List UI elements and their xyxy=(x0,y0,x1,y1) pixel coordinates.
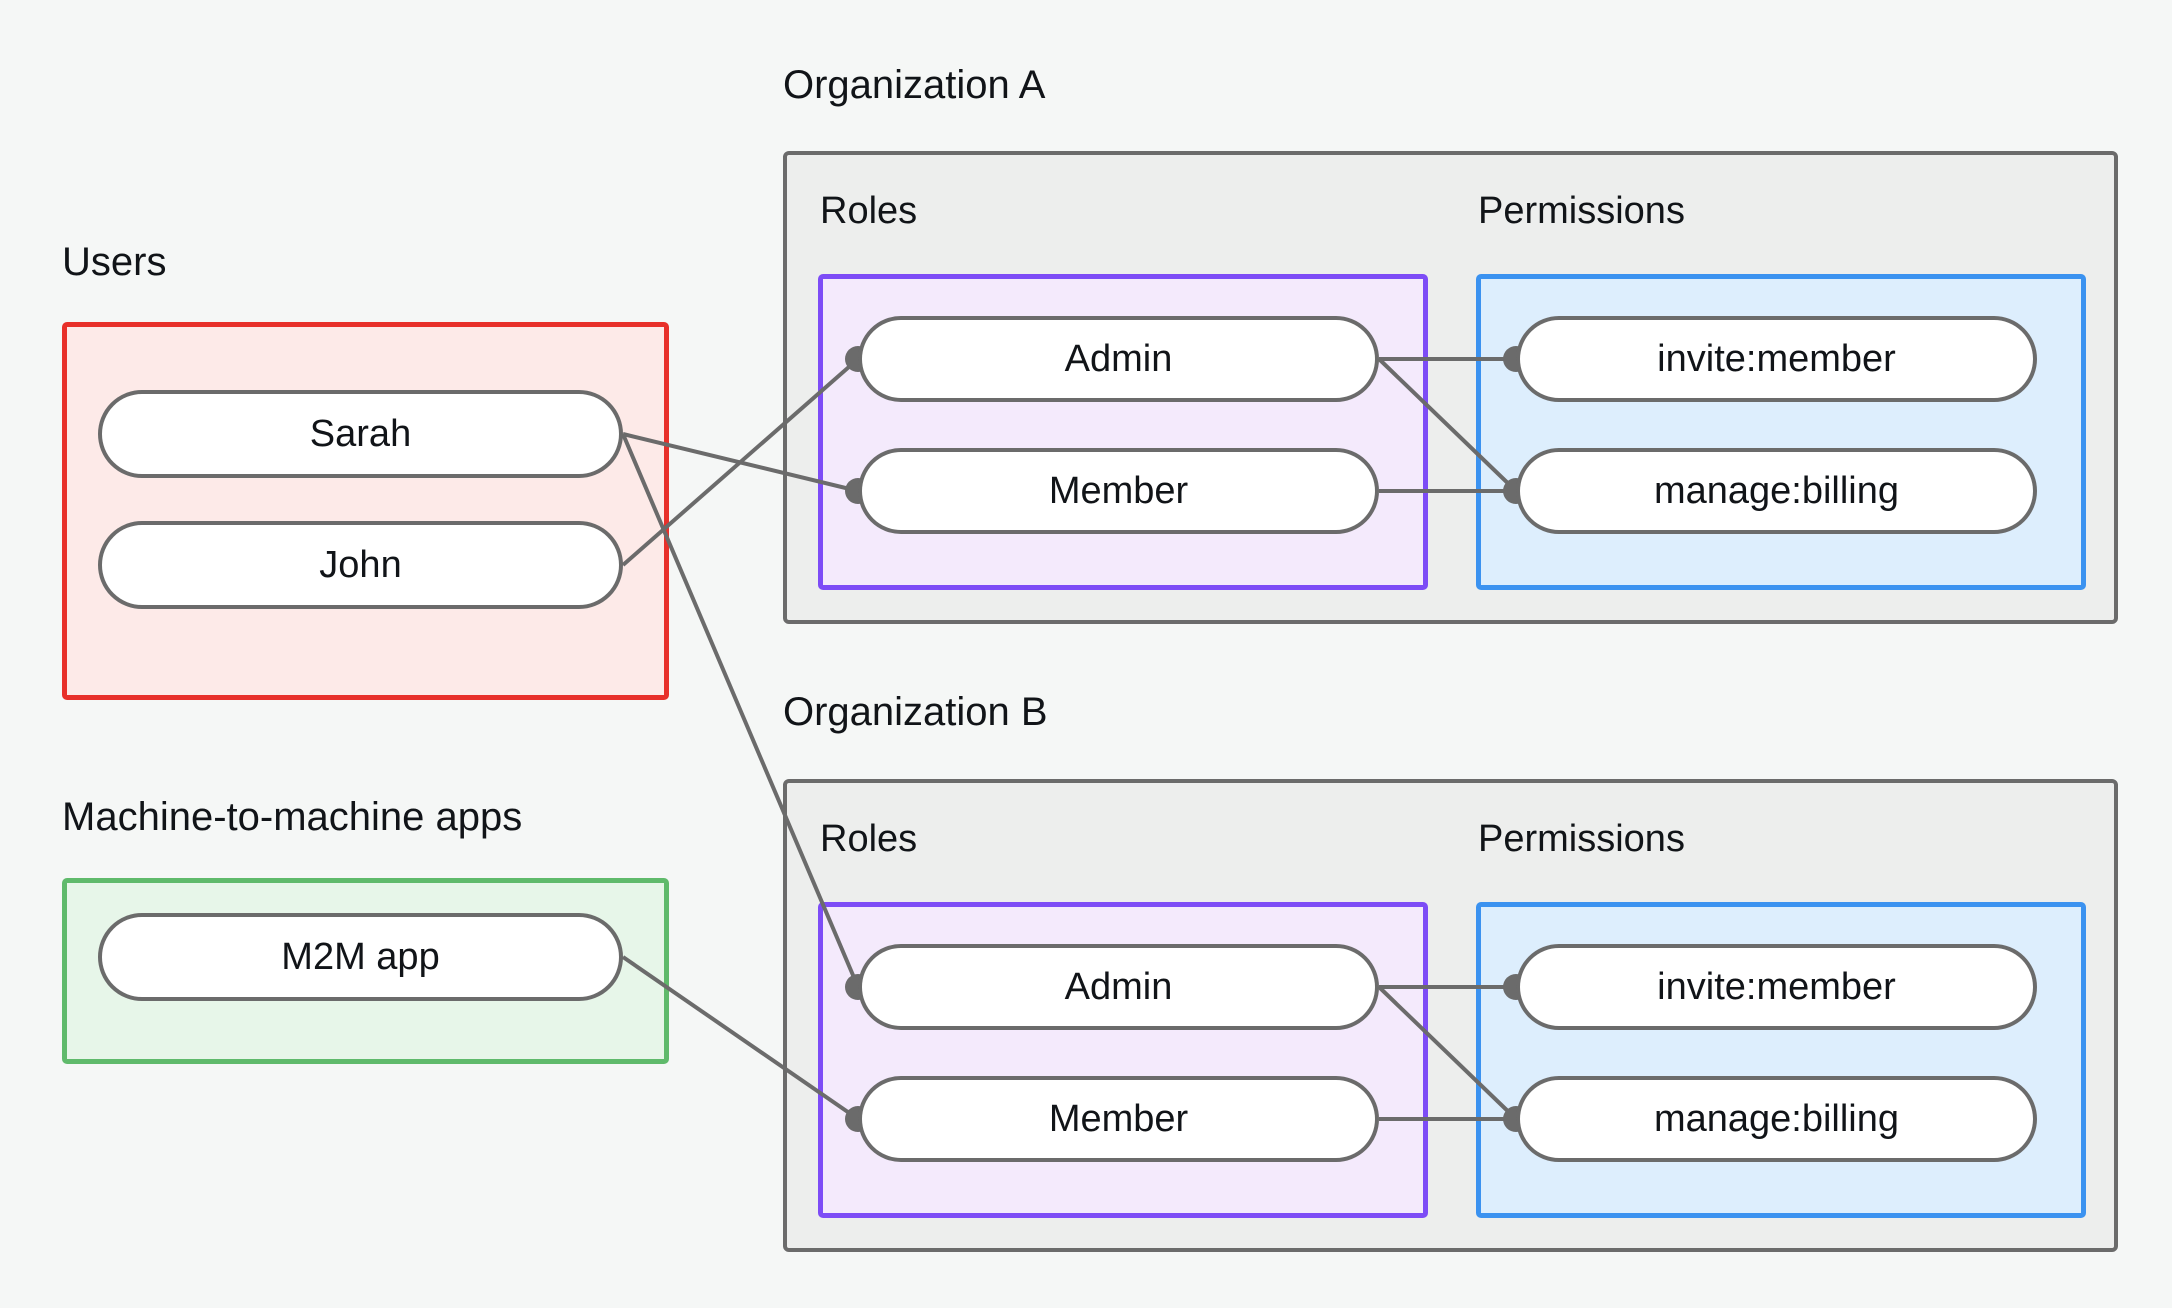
node-org-a-perm-manage-billing[interactable]: manage:billing xyxy=(1516,448,2037,534)
node-org-b-role-admin[interactable]: Admin xyxy=(858,944,1379,1030)
node-org-b-perm-manage-billing[interactable]: manage:billing xyxy=(1516,1076,2037,1162)
node-org-a-perm-invite-member[interactable]: invite:member xyxy=(1516,316,2037,402)
node-org-b-perm-invite-member[interactable]: invite:member xyxy=(1516,944,2037,1030)
m2m-group-label: Machine-to-machine apps xyxy=(62,795,523,839)
node-org-a-role-member[interactable]: Member xyxy=(858,448,1379,534)
node-m2m-app[interactable]: M2M app xyxy=(98,913,623,1001)
node-org-b-role-member[interactable]: Member xyxy=(858,1076,1379,1162)
org-b-title: Organization B xyxy=(783,690,1048,734)
node-org-a-role-admin[interactable]: Admin xyxy=(858,316,1379,402)
org-a-title: Organization A xyxy=(783,63,1046,107)
node-user-sarah[interactable]: Sarah xyxy=(98,390,623,478)
org-a-permissions-label: Permissions xyxy=(1478,190,1685,232)
node-user-john[interactable]: John xyxy=(98,521,623,609)
org-b-permissions-label: Permissions xyxy=(1478,818,1685,860)
users-group-label: Users xyxy=(62,240,167,284)
org-b-roles-label: Roles xyxy=(820,818,918,860)
users-container xyxy=(62,322,669,700)
org-a-roles-label: Roles xyxy=(820,190,918,232)
